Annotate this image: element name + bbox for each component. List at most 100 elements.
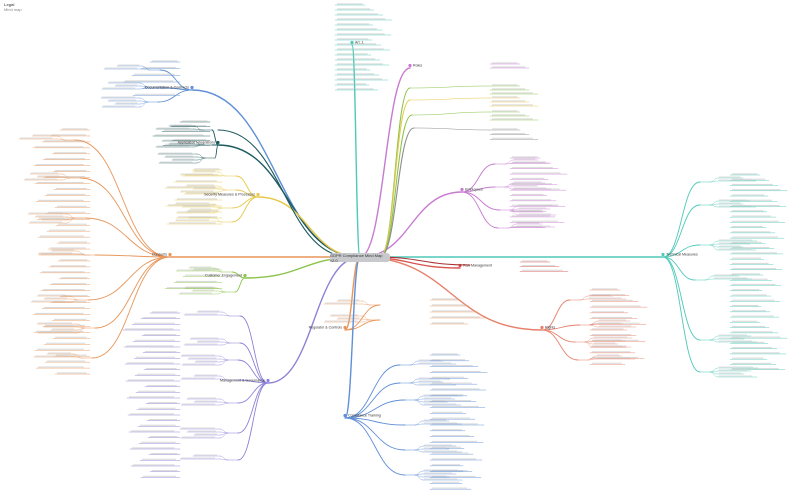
- consent-leaf-text[interactable]: [49, 229, 86, 231]
- train-leaf-text[interactable]: [432, 429, 462, 431]
- consent-leaf-text[interactable]: [33, 134, 55, 136]
- tech-leaf-text[interactable]: [714, 277, 748, 279]
- consent-leaf-text[interactable]: [39, 252, 73, 254]
- tech-leaf-text[interactable]: [732, 299, 775, 301]
- train-leaf-text[interactable]: [432, 435, 470, 437]
- emps-leaf-text[interactable]: [519, 210, 541, 212]
- emps-leaf-text[interactable]: [512, 199, 552, 201]
- mgmt-leaf-text[interactable]: [185, 313, 218, 315]
- consent-leaf-text[interactable]: [56, 354, 87, 356]
- consent-leaf-text[interactable]: [54, 318, 87, 320]
- mgmt-leaf-text[interactable]: [140, 424, 176, 426]
- mgmt-leaf-text[interactable]: [147, 385, 177, 387]
- emps-leaf-text[interactable]: [514, 184, 536, 186]
- sec-leaf-text[interactable]: [186, 192, 219, 194]
- top-leaf-text[interactable]: [337, 18, 386, 20]
- train-leaf-text[interactable]: [432, 376, 465, 378]
- rights-leaf-text[interactable]: [589, 294, 611, 296]
- consent-leaf-text[interactable]: [52, 249, 75, 251]
- reg-leaf-text[interactable]: [432, 316, 481, 318]
- tech-leaf-text[interactable]: [732, 220, 779, 222]
- consent-leaf-text[interactable]: [56, 187, 87, 190]
- consent-leaf-text[interactable]: [43, 218, 65, 220]
- extra-leaf-text[interactable]: [492, 133, 526, 135]
- reg-leaf-text[interactable]: [338, 317, 360, 319]
- mgmt-leaf-text[interactable]: [185, 343, 218, 345]
- top-leaf-text[interactable]: [337, 3, 363, 5]
- train-leaf-text[interactable]: [419, 377, 447, 379]
- docs-leaf-text[interactable]: [116, 102, 138, 104]
- roles-leaf-text[interactable]: [492, 66, 526, 68]
- consent-leaf-text[interactable]: [46, 342, 86, 344]
- train-leaf-text[interactable]: [424, 469, 458, 471]
- train-leaf-text[interactable]: [424, 397, 452, 399]
- tech-leaf-text[interactable]: [732, 289, 760, 291]
- tech-leaf-text[interactable]: [732, 315, 774, 317]
- mgmt-leaf-text[interactable]: [194, 454, 217, 456]
- docs-leaf-text[interactable]: [109, 99, 137, 101]
- consent-leaf-text[interactable]: [35, 312, 84, 315]
- sec-leaf-text[interactable]: [183, 205, 211, 207]
- sec-leaf-text[interactable]: [169, 222, 216, 224]
- sec-leaf-text[interactable]: [167, 186, 216, 188]
- tech-leaf-text[interactable]: [732, 273, 761, 275]
- consent-leaf-text[interactable]: [55, 336, 87, 338]
- docs-leaf-text[interactable]: [118, 64, 140, 66]
- train-leaf-text[interactable]: [424, 478, 458, 480]
- mgmt-leaf-text[interactable]: [131, 430, 175, 432]
- docs-leaf-text[interactable]: [134, 73, 175, 75]
- tech-leaf-text[interactable]: [732, 226, 763, 228]
- consent-leaf-text[interactable]: [36, 215, 64, 217]
- train-leaf-text[interactable]: [424, 447, 447, 449]
- mgmt-leaf-text[interactable]: [188, 397, 217, 399]
- mgmt-leaf-text[interactable]: [196, 360, 218, 362]
- mgmt-leaf-text[interactable]: [181, 457, 215, 459]
- mgmt-leaf-text[interactable]: [182, 403, 216, 405]
- tech-leaf-text[interactable]: [732, 326, 766, 328]
- mgmt-leaf-text[interactable]: [128, 379, 174, 381]
- emps-leaf-text[interactable]: [514, 161, 547, 163]
- train-leaf-text[interactable]: [432, 353, 458, 355]
- consent-leaf-text[interactable]: [47, 360, 86, 362]
- emps-leaf-text[interactable]: [514, 181, 542, 183]
- extra-leaf-text[interactable]: [492, 128, 518, 130]
- apps-leaf-text[interactable]: [173, 158, 195, 160]
- sec-leaf-text[interactable]: [194, 187, 216, 189]
- emps-leaf-text[interactable]: [517, 222, 540, 224]
- cust-leaf-text[interactable]: [180, 292, 213, 294]
- cust-leaf-text[interactable]: [194, 268, 220, 270]
- emps-leaf-text[interactable]: [519, 204, 553, 206]
- consent-leaf-text[interactable]: [45, 158, 85, 160]
- reg-leaf-text[interactable]: [432, 322, 465, 324]
- tech-leaf-text[interactable]: [732, 247, 770, 249]
- emps-leaf-text[interactable]: [512, 167, 553, 169]
- tech-leaf-text[interactable]: [732, 231, 771, 233]
- rights-leaf-text[interactable]: [599, 322, 621, 324]
- consent-leaf-text[interactable]: [62, 128, 88, 130]
- mgmt-leaf-text[interactable]: [133, 464, 175, 466]
- emps-leaf-text[interactable]: [514, 158, 536, 160]
- tech-leaf-text[interactable]: [732, 362, 772, 364]
- rights-leaf-text[interactable]: [592, 362, 622, 364]
- sec-leaf-text[interactable]: [176, 180, 217, 182]
- extra-leaf-text[interactable]: [492, 96, 518, 98]
- tech-leaf-text[interactable]: [719, 202, 741, 204]
- emps-leaf-text[interactable]: [512, 193, 544, 195]
- tech-leaf-text[interactable]: [719, 248, 752, 250]
- top-leaf-text[interactable]: [337, 58, 376, 60]
- top-leaf-text[interactable]: [337, 73, 375, 75]
- apps-leaf-text[interactable]: [182, 120, 208, 122]
- rights-leaf-text[interactable]: [594, 345, 627, 347]
- rights-leaf-text[interactable]: [589, 297, 622, 299]
- mgmt-leaf-text[interactable]: [182, 354, 216, 356]
- consent-leaf-text[interactable]: [57, 205, 87, 207]
- sec-leaf-text[interactable]: [176, 202, 210, 204]
- top-leaf-text[interactable]: [337, 33, 385, 35]
- tech-leaf-text[interactable]: [732, 257, 761, 259]
- mgmt-leaf-text[interactable]: [129, 396, 175, 398]
- emps-leaf-text[interactable]: [512, 226, 542, 228]
- consent-leaf-text[interactable]: [36, 330, 84, 332]
- tech-leaf-text[interactable]: [732, 268, 777, 270]
- emps-leaf-text[interactable]: [512, 220, 558, 222]
- tech-leaf-text[interactable]: [732, 294, 767, 296]
